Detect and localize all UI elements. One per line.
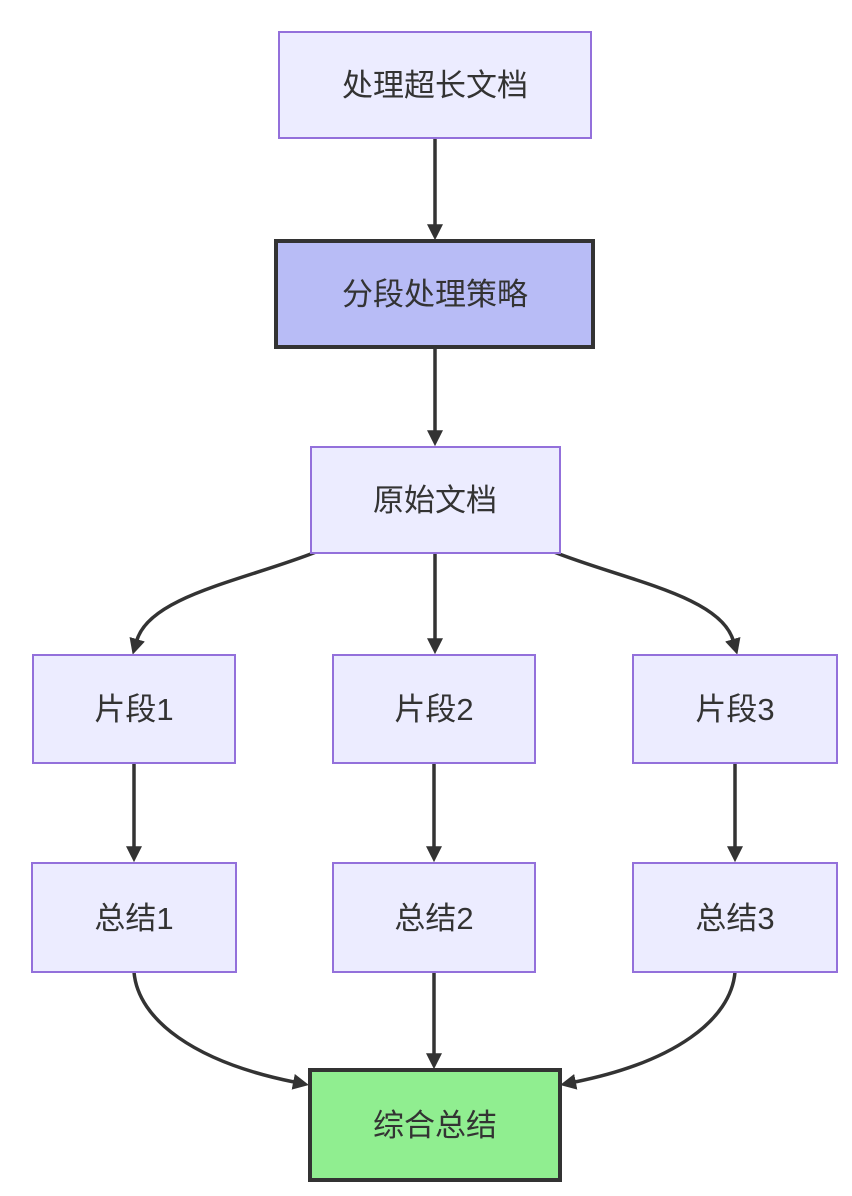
node-process-long-doc-label: 处理超长文档 [342, 68, 528, 103]
node-segmentation-strategy-label: 分段处理策略 [342, 277, 528, 312]
edge-e1-f [132, 971, 309, 1090]
node-fragment-2: 片段2 [332, 654, 536, 764]
node-fragment-1-label: 片段1 [94, 692, 173, 727]
edge-e3-f [560, 971, 737, 1090]
node-original-doc-box [310, 446, 561, 554]
node-process-long-doc: 处理超长文档 [278, 31, 592, 139]
edge-layer [126, 138, 743, 1090]
node-summary-1-box [31, 862, 237, 973]
node-final-summary: 综合总结 [308, 1068, 562, 1182]
node-fragment-1: 片段1 [32, 654, 236, 764]
edge-c-d1 [129, 550, 317, 655]
node-fragment-3-label: 片段3 [695, 692, 774, 727]
node-summary-2-box [332, 862, 536, 973]
node-fragment-2-label: 片段2 [394, 692, 473, 727]
node-summary-3-label: 总结3 [695, 901, 774, 936]
node-summary-1: 总结1 [31, 862, 237, 973]
node-segmentation-strategy-box [274, 239, 595, 349]
edge-c-d3 [553, 550, 741, 655]
node-fragment-1-box [32, 654, 236, 764]
node-summary-3-box [632, 862, 838, 973]
node-summary-3: 总结3 [632, 862, 838, 973]
node-fragment-3: 片段3 [632, 654, 838, 764]
node-summary-2-label: 总结2 [394, 901, 473, 936]
node-fragment-2-box [332, 654, 536, 764]
node-final-summary-label: 综合总结 [373, 1108, 497, 1143]
node-final-summary-box [308, 1068, 562, 1182]
node-original-doc: 原始文档 [310, 446, 561, 554]
node-segmentation-strategy: 分段处理策略 [274, 239, 595, 349]
node-process-long-doc-box [278, 31, 592, 139]
node-fragment-3-box [632, 654, 838, 764]
node-original-doc-label: 原始文档 [373, 483, 497, 518]
node-summary-2: 总结2 [332, 862, 536, 973]
node-summary-1-label: 总结1 [94, 901, 173, 936]
